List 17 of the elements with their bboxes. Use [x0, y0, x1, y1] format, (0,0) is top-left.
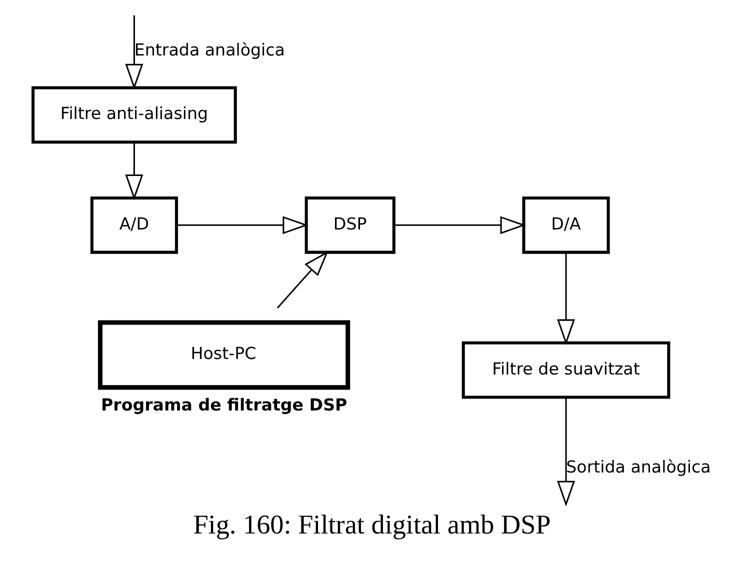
edge-label: Entrada analògica [134, 40, 285, 60]
node-box: A/D [90, 196, 178, 254]
arrow [394, 216, 526, 234]
node-box: Filtre anti-aliasing [32, 86, 237, 144]
edge-label: Sortida analògica [566, 457, 711, 476]
node-box: D/A [522, 196, 610, 254]
arrow [557, 252, 575, 345]
arrow [176, 216, 308, 234]
arrow [125, 15, 144, 90]
node-label: Programa de filtratge DSP [100, 396, 348, 415]
node-box: DSP [304, 196, 396, 254]
node-box: Filtre de suavitzat [462, 341, 670, 399]
arrow [276, 250, 328, 308]
arrow [125, 142, 144, 200]
arrow [557, 398, 575, 507]
node-box: Host-PC [98, 320, 350, 390]
caption: Fig. 160: Filtrat digital amb DSP [193, 509, 551, 540]
